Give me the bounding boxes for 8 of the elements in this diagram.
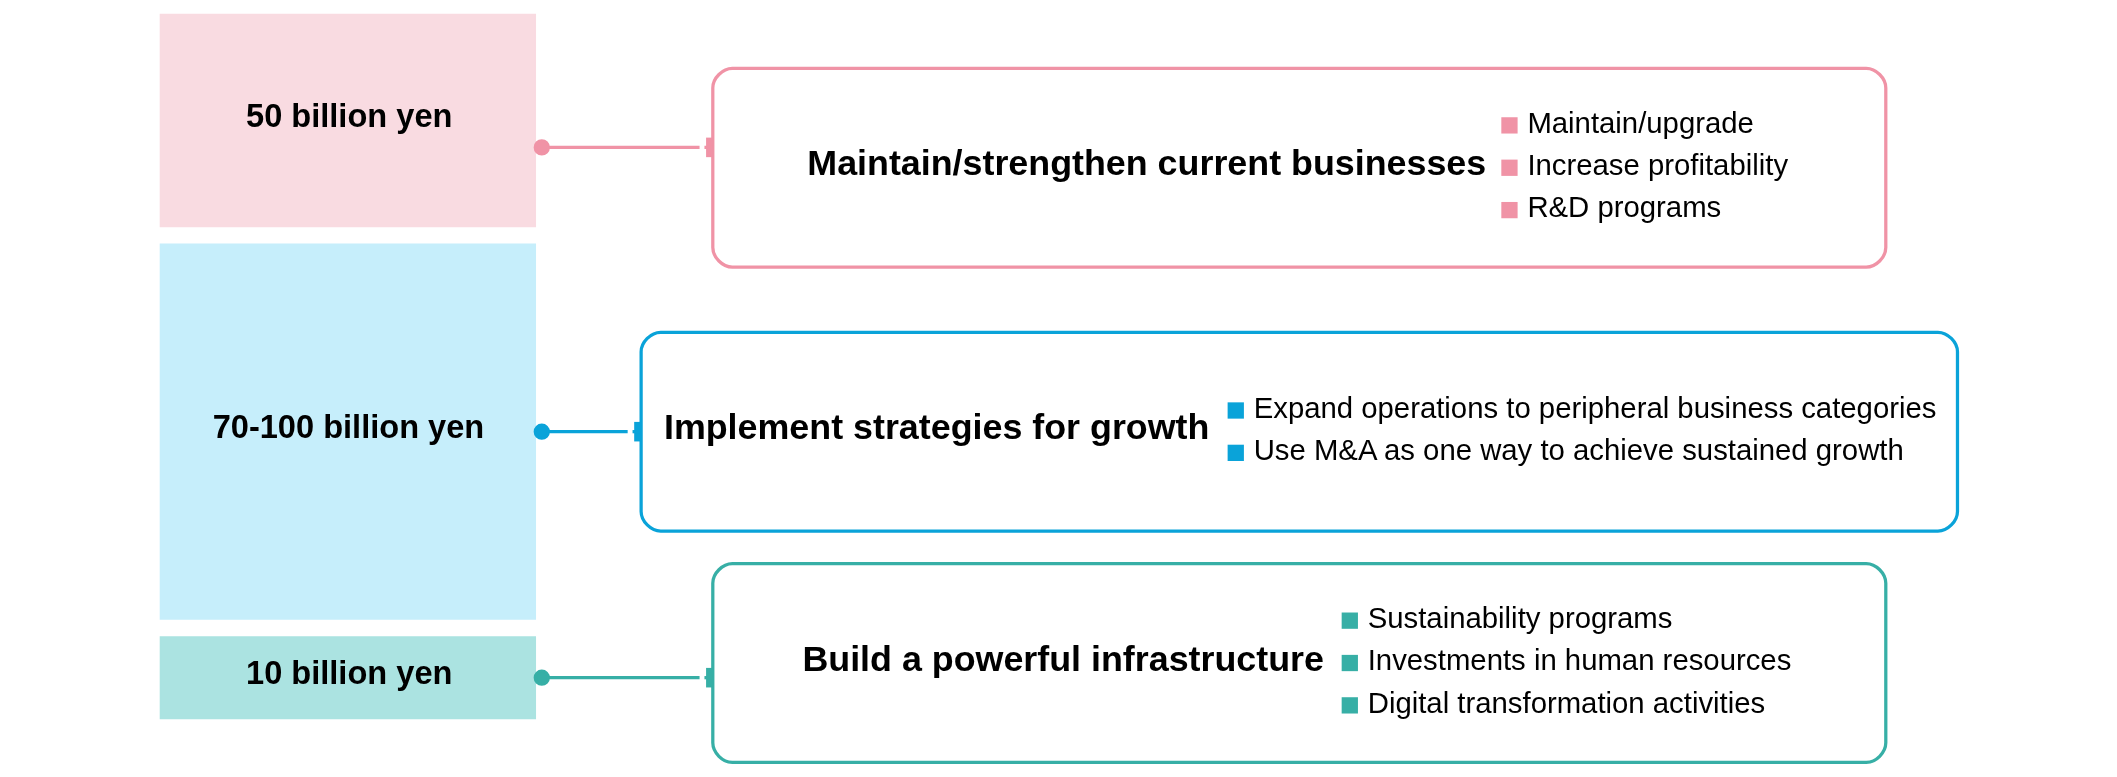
node-box: Implement strategies for growth Expand operations to peripheral business categories Use M&A as one way to achieve sustained growth bbox=[639, 330, 1959, 533]
connector bbox=[533, 667, 713, 688]
node-box: 10 billion yen bbox=[159, 636, 536, 720]
node-box: 50 billion yen bbox=[159, 13, 536, 228]
node-box: Maintain/strengthen current businesses Maintain/upgrade Increase profitability R&D programs bbox=[710, 66, 1887, 269]
node-box: Build a powerful infrastructure Sustainability programs Investments in human resources Digital transformation activities bbox=[710, 562, 1887, 764]
node-box: 70-100 billion yen bbox=[159, 243, 536, 620]
connector bbox=[533, 137, 713, 158]
